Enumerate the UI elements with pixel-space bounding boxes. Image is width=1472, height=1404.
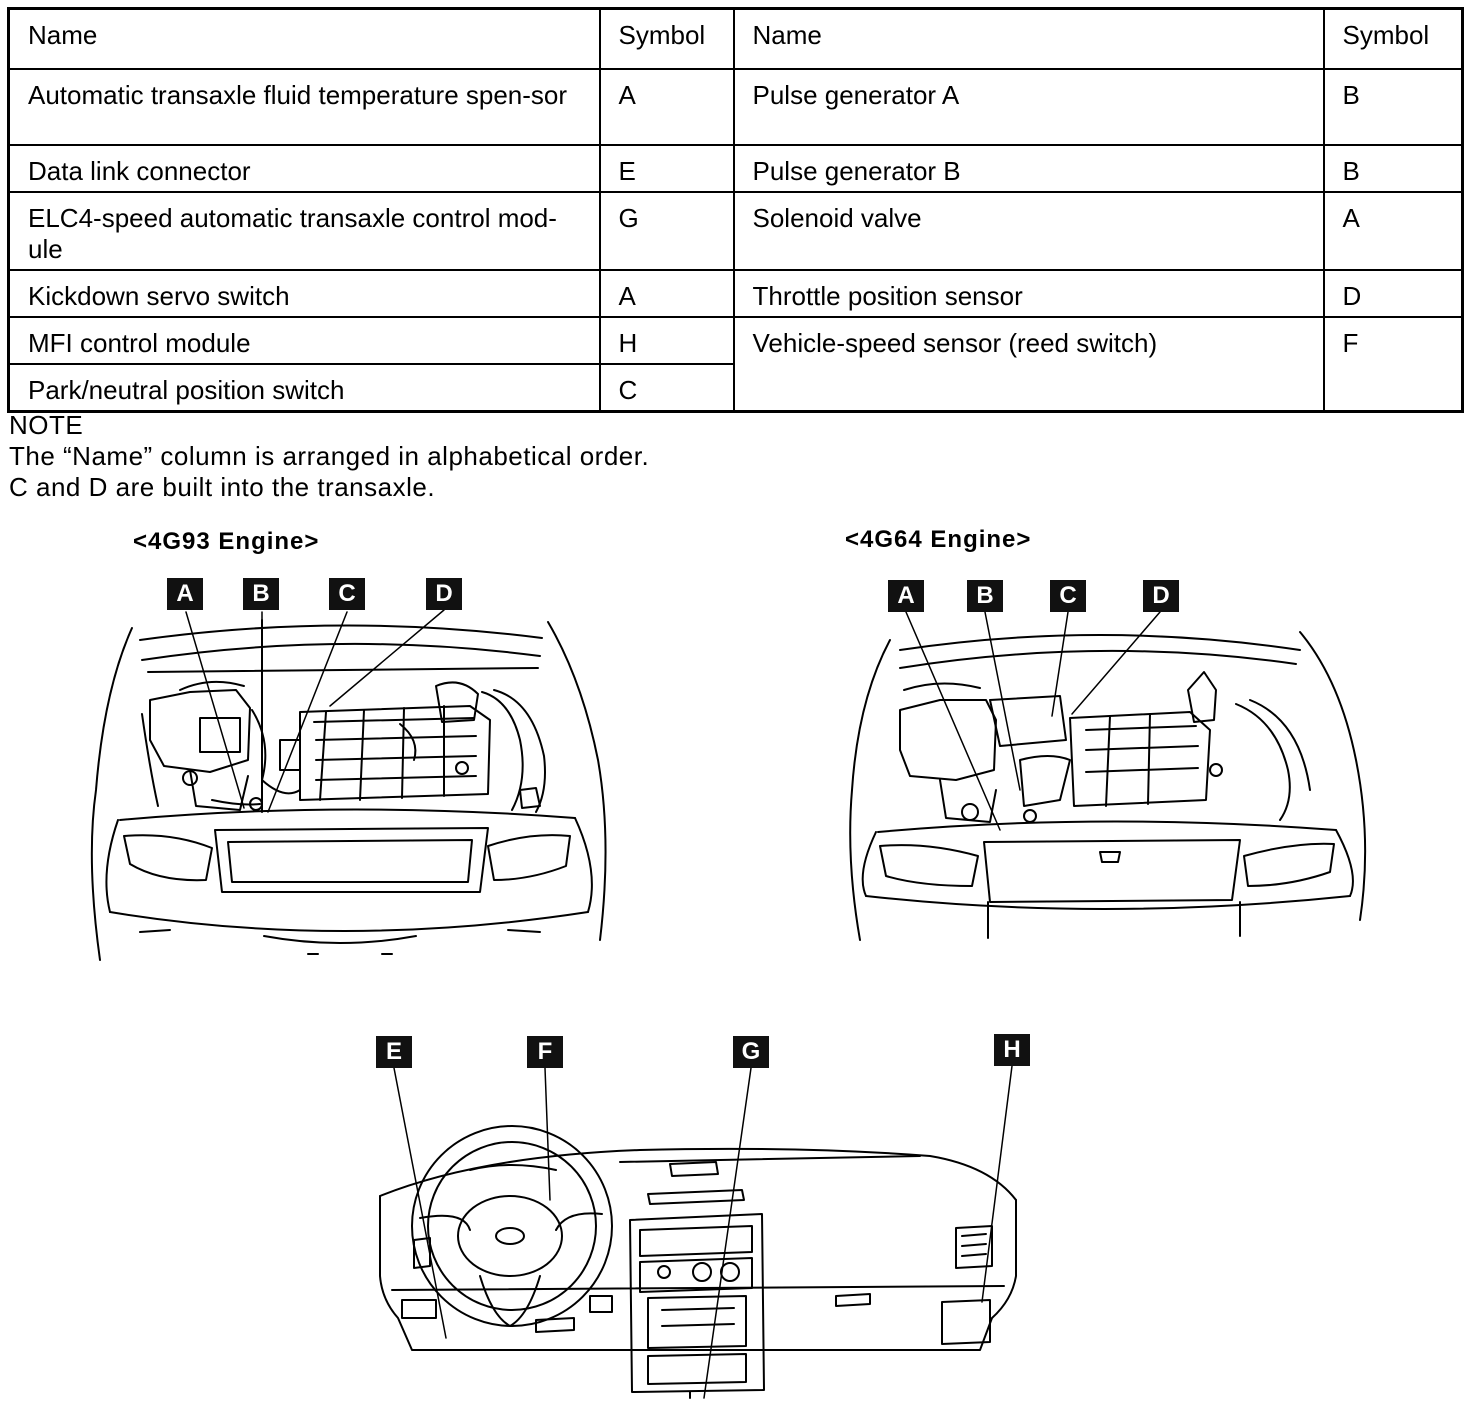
note-line: C and D are built into the transaxle.: [9, 472, 436, 502]
cell-symbol: A: [598, 269, 735, 318]
note-heading: NOTE: [9, 410, 84, 440]
header-symbol-right: Symbol: [1322, 7, 1464, 70]
table-row: Data link connector E Pulse generator B …: [7, 144, 1464, 193]
tag-d: D: [426, 578, 462, 610]
tag-d: D: [1143, 580, 1179, 612]
cell-name: Kickdown servo switch: [7, 269, 601, 318]
component-table: Name Symbol Name Symbol Automatic transa…: [7, 7, 1464, 413]
cell-symbol: E: [598, 144, 735, 193]
tag-c: C: [1050, 580, 1086, 612]
tag-b: B: [243, 578, 279, 610]
cell-symbol: F: [1322, 316, 1464, 413]
engine-4g64-illustration: [849, 631, 1367, 941]
table-row: MFI control module H Vehicle-speed senso…: [7, 316, 1464, 413]
cell-symbol: D: [1322, 269, 1464, 318]
cell-name: ELC4-speed automatic transaxle control m…: [7, 191, 601, 271]
cell-name: Vehicle-speed sensor (reed switch): [732, 316, 1325, 413]
tag-a: A: [888, 580, 924, 612]
cell-symbol: B: [1322, 68, 1464, 146]
cell-name: Pulse generator B: [732, 144, 1325, 193]
cell-name: Solenoid valve: [732, 191, 1325, 271]
header-symbol-left: Symbol: [598, 7, 735, 70]
note-block: NOTE The “Name” column is arranged in al…: [9, 410, 649, 503]
table-row: Park/neutral position switch C: [7, 363, 1463, 413]
cell-name: MFI control module: [7, 316, 601, 365]
engine-4g93-illustration: [90, 619, 607, 961]
cell-name: Throttle position sensor: [732, 269, 1325, 318]
tag-e: E: [376, 1036, 412, 1068]
tag-f: F: [527, 1036, 563, 1068]
tag-b: B: [967, 580, 1003, 612]
tag-h: H: [994, 1034, 1030, 1066]
cell-symbol: G: [598, 191, 735, 271]
table-header-row: Name Symbol Name Symbol: [7, 7, 1464, 70]
cell-name: Data link connector: [7, 144, 601, 193]
cell-symbol: B: [1322, 144, 1464, 193]
tag-a: A: [167, 578, 203, 610]
table-row: Kickdown servo switch A Throttle positio…: [7, 269, 1464, 318]
engine-4g93-title: <4G93 Engine>: [133, 528, 320, 555]
leader-lines: [185, 609, 1161, 1399]
header-name-right: Name: [732, 7, 1325, 70]
cell-symbol: C: [598, 363, 735, 413]
cell-symbol: A: [1322, 191, 1464, 271]
table-row: Automatic transaxle fluid temperature sp…: [7, 68, 1464, 146]
dashboard-illustration: [379, 1125, 1017, 1399]
note-line: The “Name” column is arranged in alphabe…: [9, 441, 650, 471]
cell-name: Park/neutral position switch: [7, 363, 601, 413]
cell-symbol: H: [598, 316, 735, 365]
tag-g: G: [733, 1036, 769, 1068]
tag-c: C: [329, 578, 365, 610]
engine-4g64-title: <4G64 Engine>: [845, 526, 1032, 553]
cell-name: Automatic transaxle fluid temperature sp…: [7, 68, 601, 146]
table-row: ELC4-speed automatic transaxle control m…: [7, 191, 1464, 271]
cell-name: Pulse generator A: [732, 68, 1325, 146]
header-name-left: Name: [7, 7, 601, 70]
cell-symbol: A: [598, 68, 735, 146]
